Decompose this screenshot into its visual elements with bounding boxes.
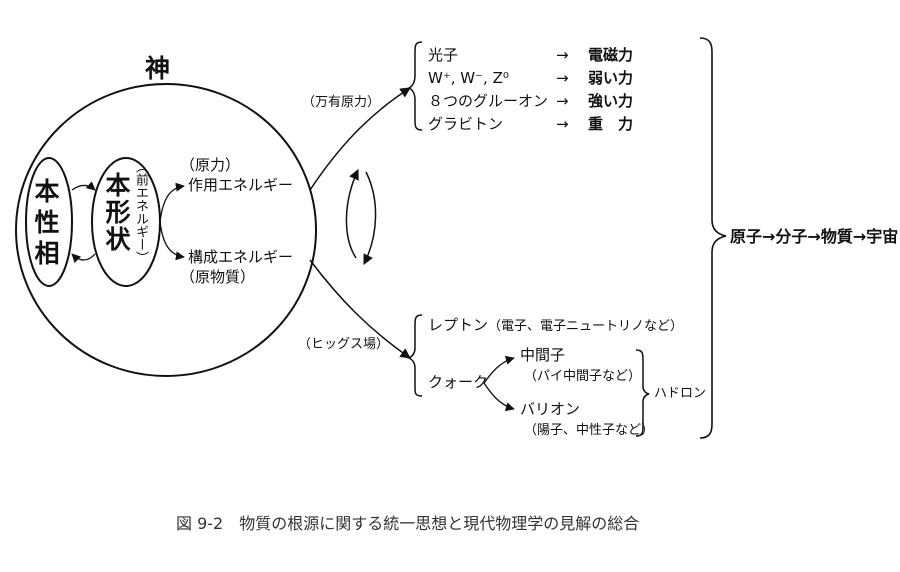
kami-label: 神 (145, 54, 171, 83)
result-label: 原子→分子→物質→宇宙 (730, 227, 899, 246)
hadron-bracket (635, 349, 650, 437)
circulation-arrow-up (345, 169, 359, 259)
baryon-label: バリオン (520, 400, 581, 418)
outer-ellipse (15, 83, 317, 377)
force-name: 弱い力 (588, 69, 634, 87)
arrow-honkeijou-to-honseisou (71, 253, 96, 264)
force-name: 重 力 (588, 115, 634, 133)
force-arrow: → (556, 92, 569, 110)
forces-bracket (407, 41, 423, 131)
force-name: 電磁力 (588, 46, 634, 64)
force-arrow: → (556, 115, 569, 133)
honkeijou-label: 本形状 (102, 172, 131, 253)
meson-note: （パイ中間子など） (524, 369, 642, 384)
arrow-honseisou-to-honkeijou (71, 181, 96, 191)
result-brace (699, 37, 727, 439)
kousei-energy-label: 構成エネルギー (188, 248, 294, 266)
matter-bracket (407, 314, 423, 397)
force-particle: ８つのグルーオン (428, 92, 549, 110)
force-particle: 光子 (428, 46, 459, 64)
figure-caption: 図 9-2 物質の根源に関する統一思想と現代物理学の見解の総合 (176, 514, 640, 533)
arrow-to-matter (309, 259, 411, 359)
lepton-label: レプトン (428, 316, 489, 334)
force-particle: グラビトン (428, 115, 504, 133)
force-particle: W⁺, W⁻, Z⁰ (428, 69, 509, 87)
higgs-label: （ヒッグス場） (298, 337, 390, 352)
quark-label: クォーク (428, 373, 489, 391)
pre-energy-label: （前エネルギー） (133, 160, 148, 264)
arrow-to-baryon (483, 382, 515, 412)
banyu-label: （万有原力） (302, 95, 381, 110)
genbusshitsu-label: （原物質） (180, 268, 256, 286)
arrow-to-kousei (159, 221, 185, 261)
genryoku-label: （原力） (180, 156, 241, 174)
force-name: 強い力 (588, 92, 634, 110)
sayou-energy-label: 作用エネルギー (188, 176, 294, 194)
force-arrow: → (556, 69, 569, 87)
arrow-to-sayou (159, 182, 185, 223)
force-arrow: → (556, 46, 569, 64)
hadron-label: ハドロン (654, 386, 707, 401)
baryon-note: （陽子、中性子など） (524, 423, 655, 438)
lepton-note: （電子、電子ニュートリノなど） (488, 319, 684, 334)
honseisou-ellipse (25, 157, 73, 287)
honseisou-label: 本性相 (31, 178, 60, 271)
circulation-arrow-down (363, 171, 377, 265)
arrow-to-forces (309, 87, 411, 191)
meson-label: 中間子 (520, 346, 566, 364)
arrow-to-meson (483, 355, 515, 384)
